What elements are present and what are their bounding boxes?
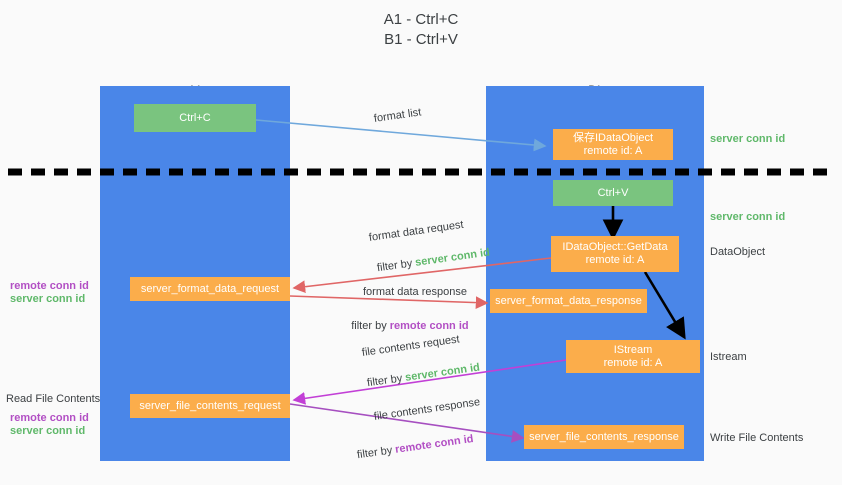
filter-prefix: filter by — [376, 256, 417, 275]
box-save-idataobject[interactable]: 保存IDataObject remote id: A — [553, 129, 673, 160]
filter-value-server-conn-id: server conn id — [414, 246, 491, 269]
box-server-format-data-request[interactable]: server_format_data_request — [130, 277, 290, 301]
box-server-file-contents-response[interactable]: server_file_contents_response — [524, 425, 684, 449]
box-ctrl-v[interactable]: Ctrl+V — [553, 180, 673, 206]
edge-label-format-data-response-filter: filter by remote conn id — [339, 305, 469, 347]
annotation-server-conn-id-bottom: server conn id — [10, 425, 86, 437]
filter-value-server-conn-id: server conn id — [404, 361, 481, 384]
annotation-write-file-contents: Write File Contents — [710, 432, 804, 444]
box-istream[interactable]: IStream remote id: A — [566, 340, 700, 373]
annotation-read-file-contents: Read File Contents — [6, 393, 101, 405]
annotation-server-conn-id-left-mid: server conn id — [10, 293, 86, 305]
box-ctrl-c[interactable]: Ctrl+C — [134, 104, 256, 132]
box-server-file-contents-request[interactable]: server_file_contents_request — [130, 394, 290, 418]
annotation-server-conn-id-mid: server conn id — [710, 211, 786, 223]
edge-label-format-data-response: format data response — [363, 286, 467, 298]
filter-value-remote-conn-id: remote conn id — [394, 433, 475, 456]
annotation-istream: Istream — [710, 351, 747, 363]
page-title: A1 - Ctrl+C B1 - Ctrl+V — [383, 11, 459, 48]
box-idataobject-getdata[interactable]: IDataObject::GetData remote id: A — [551, 236, 679, 272]
filter-prefix: filter by — [351, 320, 390, 332]
annotation-remote-conn-id-mid: remote conn id — [10, 280, 89, 292]
annotation-dataobject: DataObject — [710, 246, 766, 258]
filter-prefix: filter by — [366, 371, 407, 390]
box-server-format-data-response[interactable]: server_format_data_response — [490, 289, 647, 313]
edge-label-format-list: format list — [373, 106, 423, 125]
annotation-remote-conn-id-bottom: remote conn id — [10, 412, 89, 424]
filter-prefix: filter by — [356, 443, 397, 462]
annotation-server-conn-id-top: server conn id — [710, 133, 786, 145]
edge-label-file-contents-response-filter: filter by remote conn id — [342, 418, 476, 478]
filter-value-remote-conn-id: remote conn id — [389, 320, 469, 332]
